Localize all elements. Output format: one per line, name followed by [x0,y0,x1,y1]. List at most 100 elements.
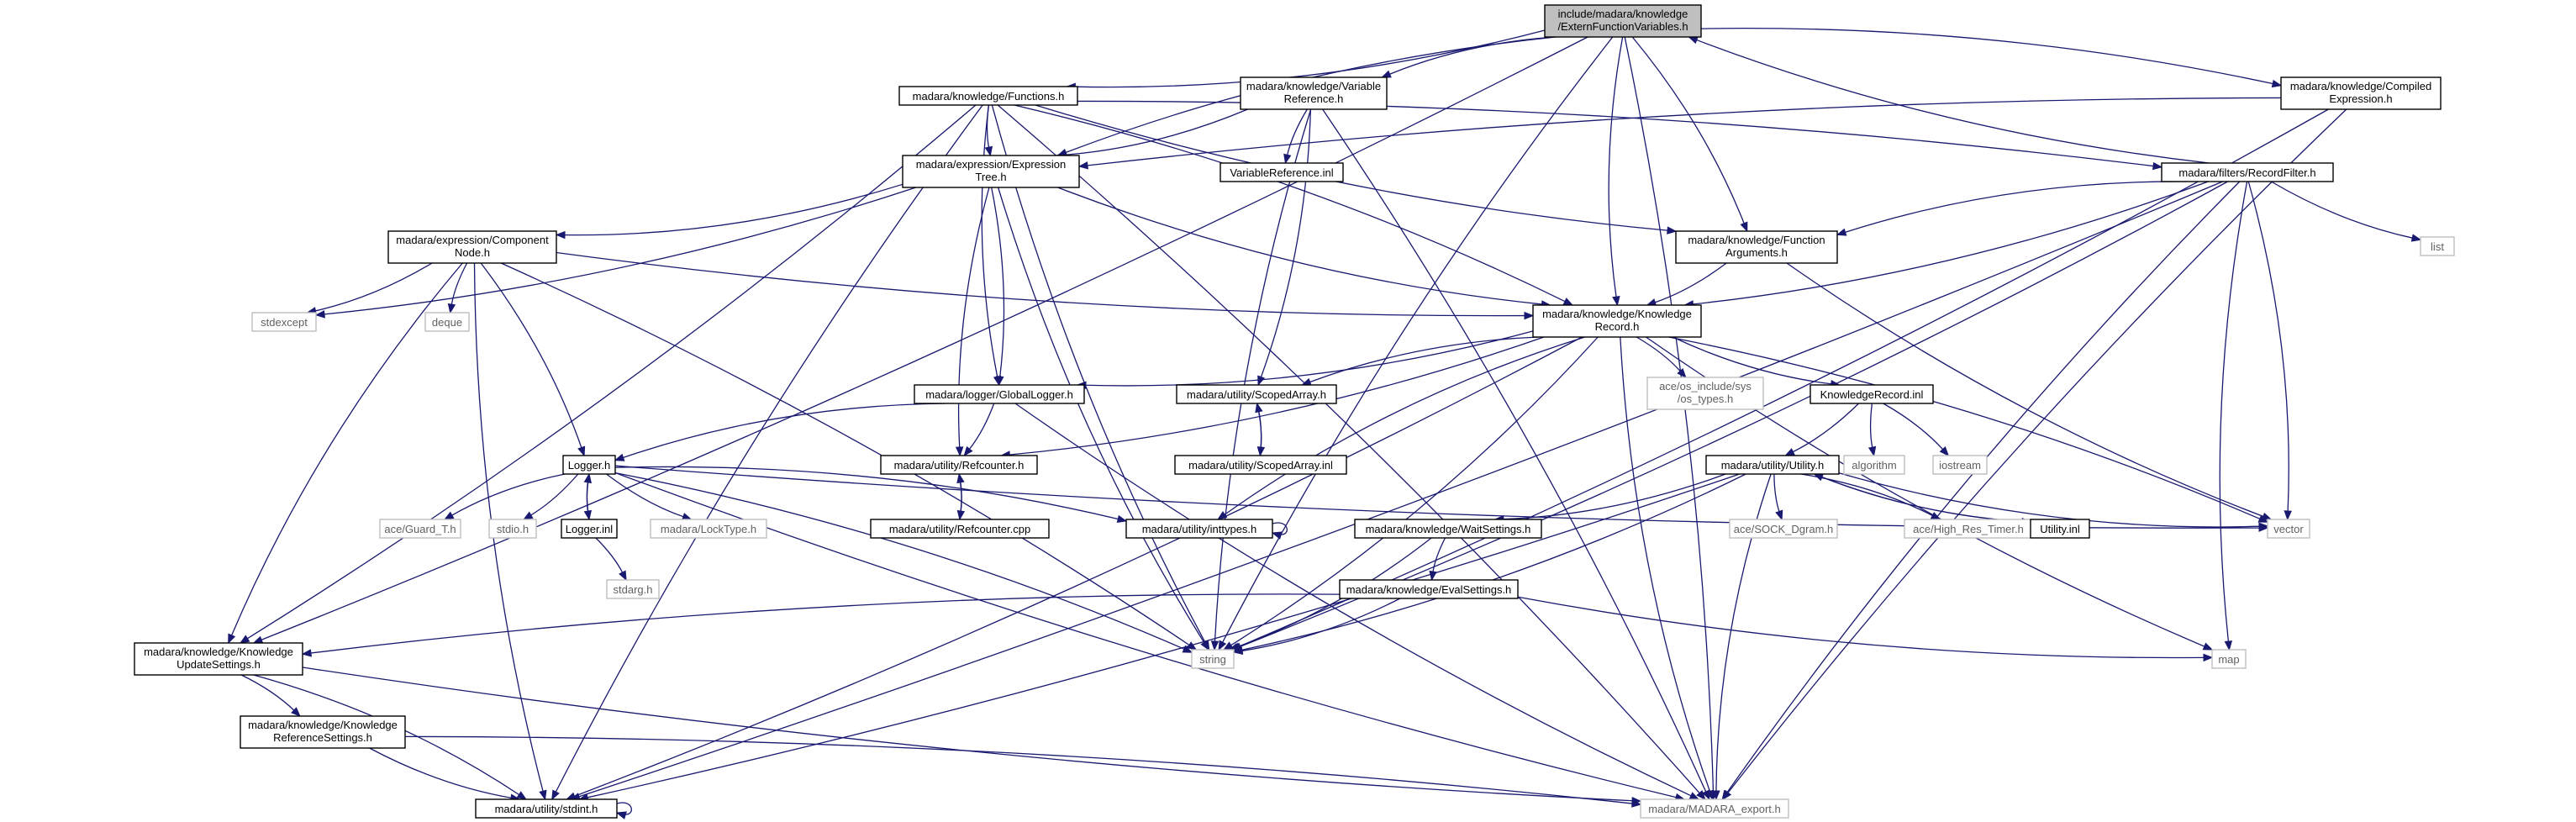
node-loggerh[interactable]: Logger.h [562,455,616,475]
edge-line [1844,181,2187,234]
node-box [2030,519,2090,539]
edge-line [240,674,295,712]
edge-line [1869,403,1873,449]
edge-line [1257,410,1262,456]
node-loggerinl[interactable]: Logger.inl [561,519,618,539]
node-waitsettings[interactable]: madara/knowledge/WaitSettings.h [1354,519,1542,539]
edge-loggerh-to-string [614,472,1193,653]
node-scopedarrayinl[interactable]: madara/utility/ScopedArray.inl [1174,455,1347,475]
node-krinl[interactable]: KnowledgeRecord.inl [1810,384,1934,404]
node-box [379,519,461,539]
edge-kus-to-krs [240,674,301,717]
edge-line [555,104,983,793]
node-box [1174,455,1347,475]
node-guard: ace/Guard_T.h [379,519,461,539]
node-label: UpdateSettings.h [176,658,261,671]
node-map: map [2211,649,2247,669]
node-label: Arguments.h [1725,246,1788,259]
node-evalsettings[interactable]: madara/knowledge/EvalSettings.h [1339,579,1519,599]
edge-arrowhead [1210,640,1220,651]
edge-arrowhead [1186,641,1198,651]
node-scopedarray[interactable]: madara/utility/ScopedArray.h [1176,384,1337,404]
edge-arrowhead [314,310,325,319]
node-refcounter[interactable]: madara/utility/Refcounter.h [880,455,1038,475]
edge-evalsettings-to-kus [301,593,1341,657]
edge-arrowhead [614,453,625,461]
node-box [2211,649,2247,669]
edge-loggerh-to-guard [443,473,566,520]
edge-arrowhead [1740,221,1748,233]
node-box [1191,649,1235,669]
edge-loggerinl-to-loggerh [583,472,593,520]
node-label: Utility.inl [2040,523,2080,535]
edge-line [614,465,2261,529]
node-box [1544,4,1702,38]
edge-line [1608,36,1624,298]
edge-utility-to-waitsettings [1493,473,1726,524]
edge-arrowhead [291,707,301,717]
node-box [2280,76,2442,110]
edge-recordfilter-to-map [2219,181,2248,651]
edge-root-to-string [1218,36,1614,651]
node-kus[interactable]: madara/knowledge/KnowledgeUpdateSettings… [134,642,303,676]
node-utilityinl[interactable]: Utility.inl [2030,519,2090,539]
node-label: /ExternFunctionVariables.h [1557,20,1688,33]
edge-refcountercpp-to-refcounter [956,472,965,520]
node-varrefinl[interactable]: VariableReference.inl [1220,162,1344,182]
edge-scopedarrayinl-to-scopedarray [1255,402,1263,456]
edge-line [614,472,1186,651]
node-functions[interactable]: madara/knowledge/Functions.h [898,86,1078,106]
edge-line [1014,403,1693,797]
node-label: madara/utility/Refcounter.cpp [889,523,1030,535]
node-box [1729,519,1838,539]
node-recordfilter[interactable]: madara/filters/RecordFilter.h [2161,162,2334,182]
edge-line [1726,108,2347,794]
node-globallogger[interactable]: madara/logger/GlobalLogger.h [914,384,1085,404]
node-varref[interactable]: madara/knowledge/VariableReference.h [1240,76,1388,110]
node-label: madara/logger/GlobalLogger.h [925,388,1073,401]
edge-line [1624,36,1715,793]
node-label: deque [432,316,462,329]
node-box [424,312,470,332]
node-stdint[interactable]: madara/utility/stdint.h [475,798,618,819]
edge-varref-to-string [1210,108,1312,651]
edge-varref-to-exprtree [1056,108,1248,159]
node-utility[interactable]: madara/utility/Utility.h [1705,455,1840,475]
edge-arrowhead [1200,640,1209,651]
node-iostream: iostream [1932,455,1988,475]
node-refcountercpp[interactable]: madara/utility/Refcounter.cpp [870,519,1050,539]
edge-functions-to-funcargs [1035,104,1678,234]
edge-line [622,403,946,459]
node-inttypes[interactable]: madara/utility/inttypes.h [1125,519,1273,539]
node-krs[interactable]: madara/knowledge/KnowledgeReferenceSetti… [240,715,406,749]
node-box [914,384,1085,404]
node-label: Reference.h [1284,92,1344,105]
edge-waitsettings-to-evalsettings [1429,537,1446,582]
edge-line [1221,36,1614,644]
edge-loggerinl-to-stdargh [595,537,627,582]
node-label: madara/knowledge/Knowledge [144,645,293,658]
edge-line [997,104,1701,794]
edge-line [500,262,1191,646]
edge-arrowhead [2152,161,2163,171]
node-label: Expression.h [2329,92,2392,105]
node-label: stdarg.h [614,583,653,596]
edge-utility-to-export [1712,473,1772,801]
edge-kus-to-export [302,667,1642,805]
edge-arrowhead [539,789,547,801]
edge-line [1014,104,1567,303]
edge-line [1814,473,2024,523]
edge-line [959,481,962,520]
node-kr[interactable]: madara/knowledge/KnowledgeRecord.h [1532,304,1702,338]
node-label: madara/utility/ScopedArray.inl [1188,459,1333,472]
edge-line [1517,596,2205,659]
edge-line [1236,537,1432,648]
node-root[interactable]: include/madara/knowledge/ExternFunctionV… [1544,4,1702,38]
edge-evalsettings-to-map [1517,596,2214,662]
edge-arrowhead [2261,512,2273,520]
node-label: ace/os_include/sys [1659,380,1752,393]
